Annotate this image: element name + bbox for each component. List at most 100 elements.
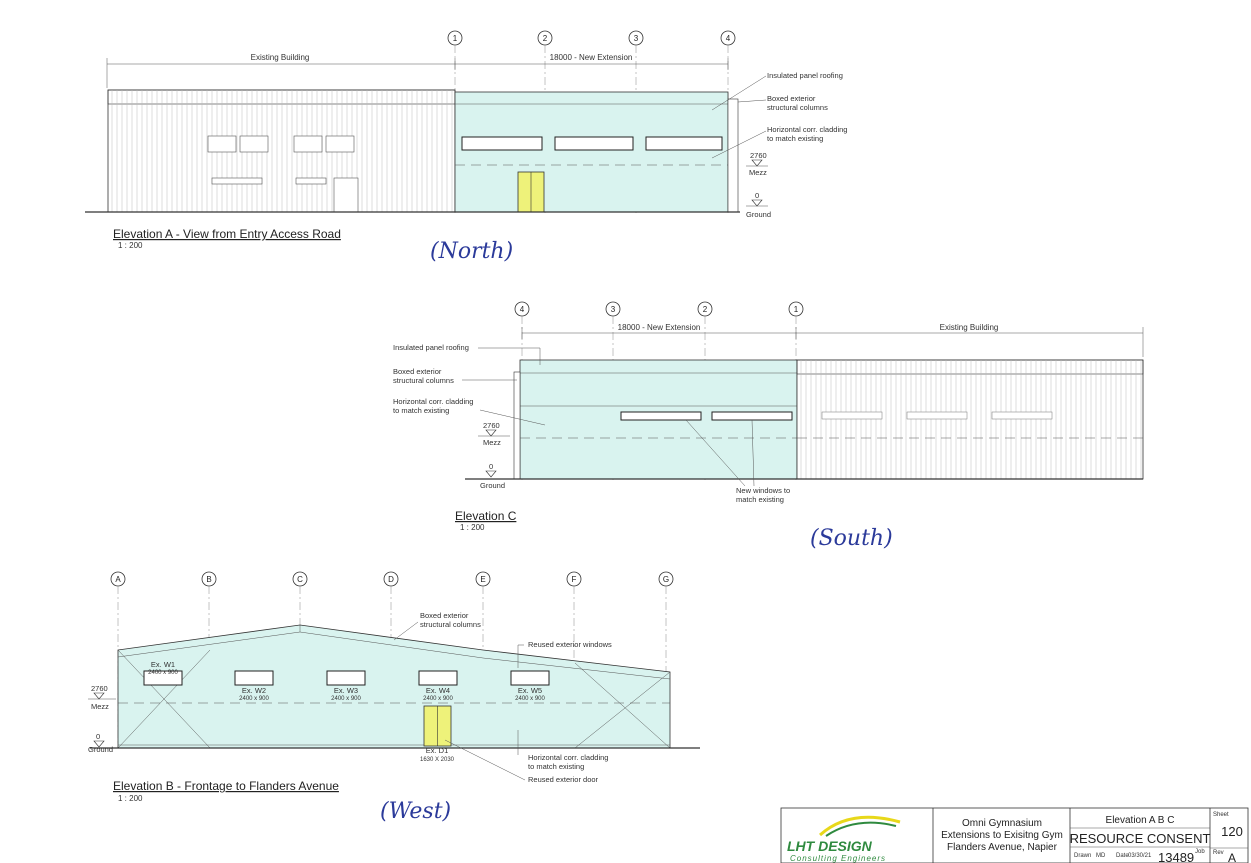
elevation-c-scale: 1 : 200: [460, 523, 485, 532]
drawn-label: Drawn: [1074, 853, 1091, 859]
grid-label: A: [115, 575, 121, 584]
logo-text: LHT DESIGN: [787, 838, 873, 854]
mezz-label: Mezz: [91, 702, 109, 711]
logo-subtitle: Consulting Engineers: [790, 854, 886, 863]
window-group: [461, 136, 723, 151]
job-label: Job: [1195, 849, 1205, 855]
elevation-a-scale: 1 : 200: [118, 241, 143, 250]
mezz-value: 2760: [483, 421, 500, 430]
window-size: 2400 x 900: [423, 696, 453, 702]
job-number: 13489: [1158, 850, 1194, 863]
sheet-number: 120: [1221, 824, 1243, 839]
grid-label: 3: [634, 34, 639, 43]
note-columns-2: structural columns: [393, 376, 454, 385]
grid-label: C: [297, 575, 303, 584]
date-value: 03/30/21: [1128, 853, 1152, 859]
project-name: Omni Gymnasium: [962, 818, 1042, 829]
grid-label: D: [388, 575, 394, 584]
window-size: 2400 x 900: [239, 696, 269, 702]
note-cladding-2: to match existing: [528, 762, 584, 771]
dimension-line: 18000 - New Extension Existing Building: [521, 323, 1144, 357]
elevation-b: A B C D E F G Ex. W1 2400 x 900 Ex. W2 2400 x …: [88, 571, 700, 824]
window-name: Ex. W4: [426, 686, 450, 695]
note-cladding: Horizontal corr. cladding: [393, 397, 473, 406]
note-cladding: Horizontal corr. cladding: [528, 753, 608, 762]
elevation-c-notes: Insulated panel roofing Boxed exterior s…: [393, 343, 790, 504]
ground-value: 0: [755, 191, 759, 200]
level-markers: 2760 Mezz 0 Ground: [88, 684, 116, 754]
grid-label: 3: [611, 305, 616, 314]
grid-label: 1: [794, 305, 799, 314]
note-columns: Boxed exterior: [420, 611, 469, 620]
elevation-c: 4 3 2 1 18000 - New Extension Existing B…: [393, 301, 1144, 551]
elevation-b-scale: 1 : 200: [118, 794, 143, 803]
revision: A: [1228, 851, 1236, 863]
grid-label: 4: [520, 305, 525, 314]
grid-label: F: [572, 575, 577, 584]
elevation-c-title: Elevation C: [455, 509, 517, 523]
ground-value: 0: [96, 732, 100, 741]
dim-extension-label: 18000 - New Extension: [618, 323, 701, 332]
drawing-status: RESOURCE CONSENT: [1070, 831, 1211, 846]
drawn-value: MD: [1096, 853, 1106, 859]
handwritten-south: (South): [810, 526, 893, 551]
date-label: Date: [1116, 853, 1129, 859]
elevation-b-title: Elevation B - Frontage to Flanders Avenu…: [113, 779, 339, 793]
note-roofing: Insulated panel roofing: [393, 343, 469, 352]
project-description: Extensions to Exisitng Gym: [941, 830, 1063, 841]
note-new-windows: New windows to: [736, 486, 790, 495]
grid-label: B: [206, 575, 211, 584]
window-name: Ex. W2: [242, 686, 266, 695]
dim-existing-label: Existing Building: [940, 323, 999, 332]
note-columns-2: structural columns: [767, 103, 828, 112]
dim-existing-label: Existing Building: [251, 53, 310, 62]
note-new-windows-2: match existing: [736, 495, 784, 504]
note-columns-2: structural columns: [420, 620, 481, 629]
dimension-line: Existing Building 18000 - New Extension: [106, 53, 729, 88]
window-size: 2400 x 900: [331, 696, 361, 702]
window-name: Ex. W3: [334, 686, 358, 695]
mezz-label: Mezz: [483, 438, 501, 447]
ground-value: 0: [489, 462, 493, 471]
rev-label: Rev: [1213, 850, 1224, 856]
note-roofing: Insulated panel roofing: [767, 71, 843, 80]
door-name: Ex. D1: [426, 746, 449, 755]
note-cladding-2: to match existing: [393, 406, 449, 415]
dim-extension-label: 18000 - New Extension: [550, 53, 633, 62]
reused-door: Ex. D1 1630 X 2030: [420, 705, 455, 763]
grid-label: 2: [543, 34, 548, 43]
note-columns: Boxed exterior: [393, 367, 442, 376]
elevation-a: 1 2 3 4 Existing Building 18000 - New Ex…: [85, 30, 847, 264]
note-reused-door: Reused exterior door: [528, 775, 599, 784]
level-markers: 2760 Mezz 0 Ground: [478, 421, 510, 490]
mezz-value: 2760: [91, 684, 108, 693]
ground-label: Ground: [746, 210, 771, 219]
window-group: [143, 670, 550, 686]
window-name: Ex. W5: [518, 686, 542, 695]
ground-label: Ground: [88, 745, 113, 754]
project-address: Flanders Avenue, Napier: [947, 842, 1058, 853]
window-name: Ex. W1: [151, 660, 175, 669]
existing-building: [796, 359, 1144, 480]
grid-label: 4: [726, 34, 731, 43]
grid-label: E: [480, 575, 485, 584]
window-size: 2400 x 900: [515, 696, 545, 702]
ground-label: Ground: [480, 481, 505, 490]
window-size: 2400 x 900: [148, 670, 178, 676]
grid-label: G: [663, 575, 669, 584]
elevation-a-notes: Insulated panel roofing Boxed exterior s…: [711, 71, 847, 159]
elevation-a-title: Elevation A - View from Entry Access Roa…: [113, 227, 341, 241]
note-reused-windows: Reused exterior windows: [528, 640, 612, 649]
mezz-label: Mezz: [749, 168, 767, 177]
existing-building: [107, 89, 456, 213]
door-size: 1630 X 2030: [420, 757, 455, 763]
new-extension: [513, 359, 798, 480]
title-block: LHT DESIGN Consulting Engineers Omni Gym…: [780, 807, 1249, 863]
level-markers: 2760 Mezz 0 Ground: [746, 151, 771, 219]
note-columns: Boxed exterior: [767, 94, 816, 103]
company-logo: LHT DESIGN Consulting Engineers: [787, 815, 901, 863]
handwritten-north: (North): [430, 239, 513, 264]
window-labels: Ex. W1 2400 x 900 Ex. W2 2400 x 900 Ex. …: [148, 660, 545, 702]
grid-label: 1: [453, 34, 458, 43]
